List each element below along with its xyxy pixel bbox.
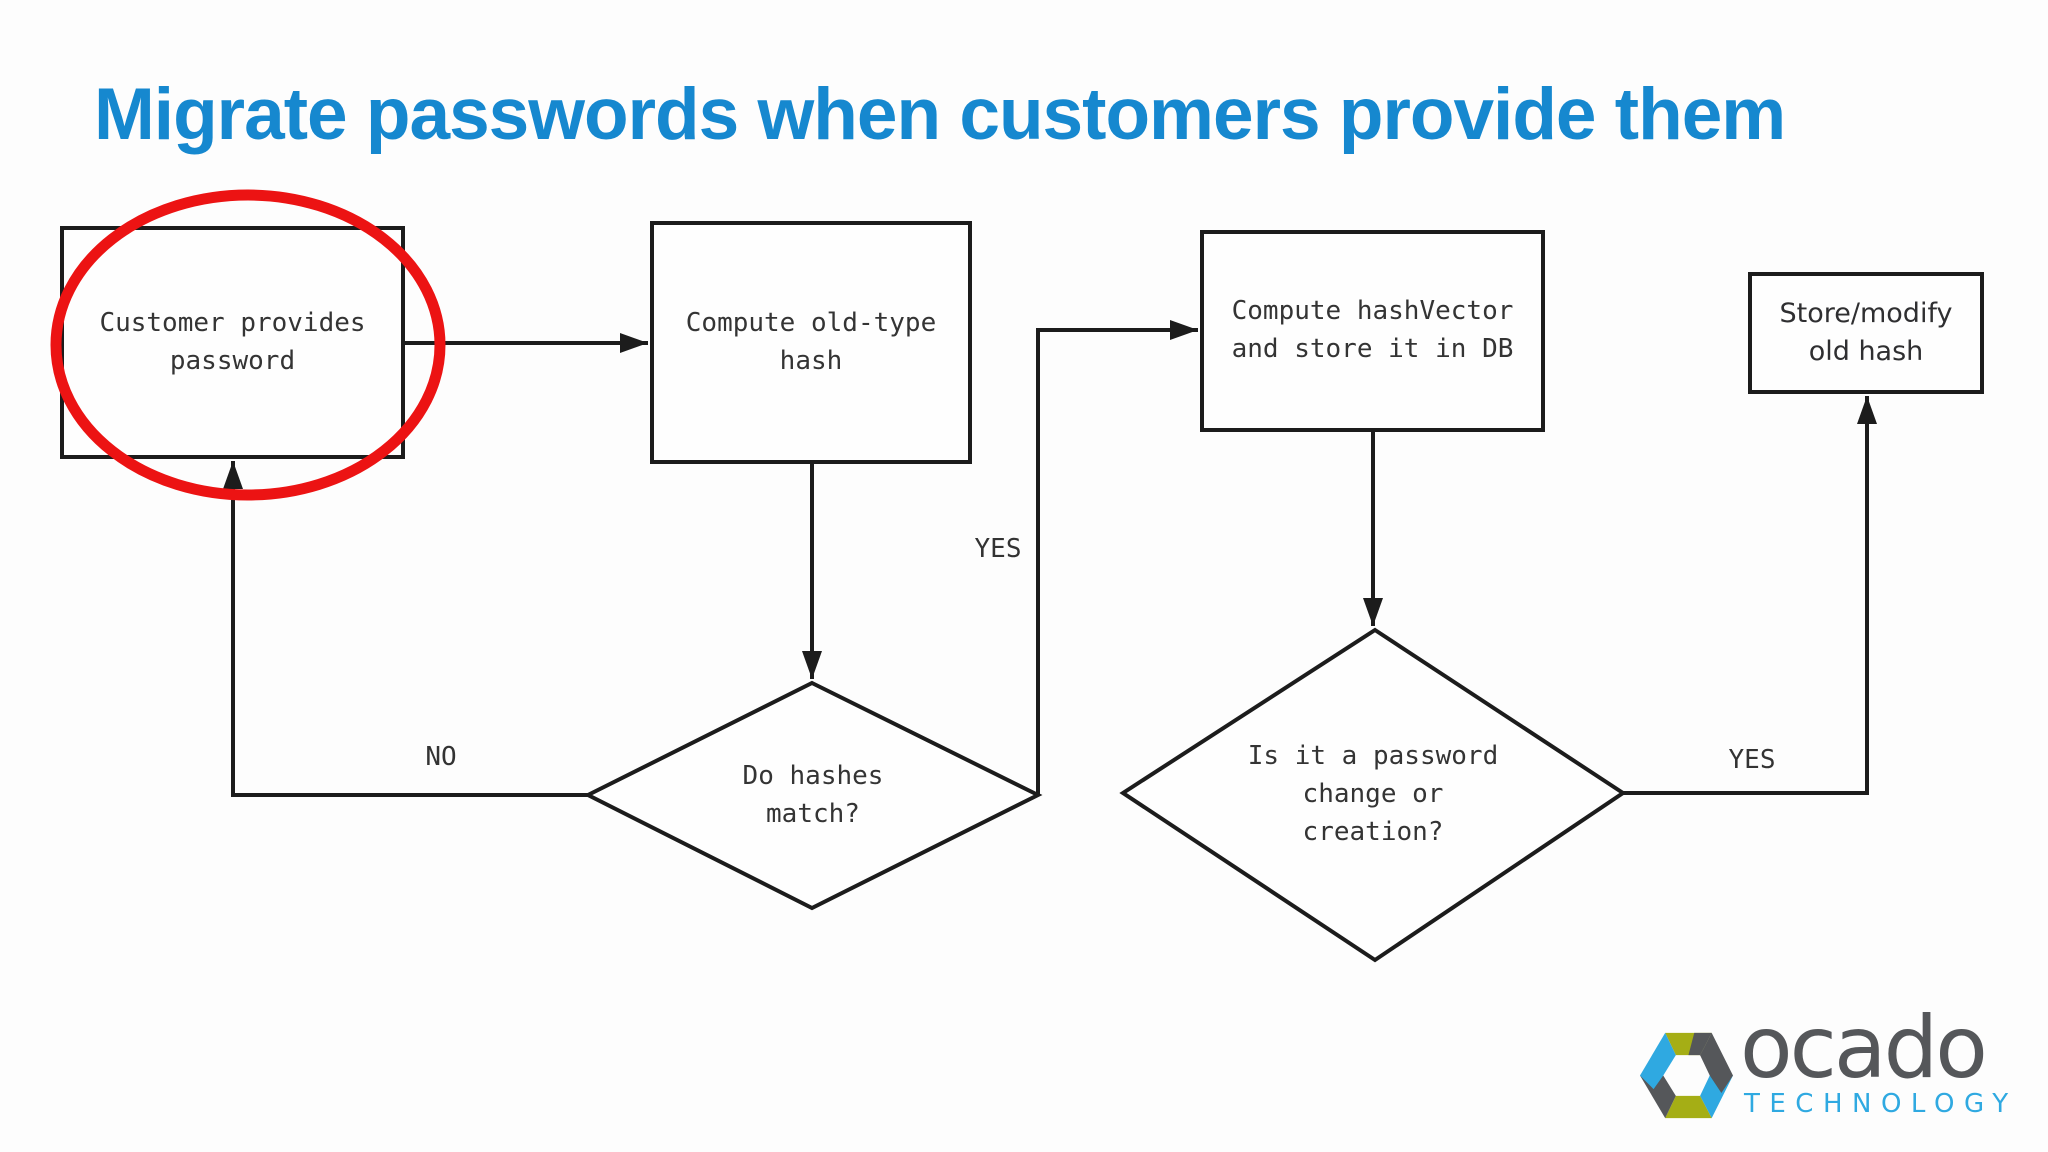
- technology-wordmark: TECHNOLOGY: [1744, 1089, 2018, 1119]
- process-box-customer-provides-password: [60, 226, 405, 459]
- connector-decision2-yes-to-store: [1623, 396, 1877, 795]
- process-box-store-modify-old-hash: [1748, 272, 1984, 394]
- decision-diamond-password-change-creation: [1119, 627, 1627, 963]
- decision-diamond-do-hashes-match: [583, 680, 1043, 911]
- node-label-store-modify-old-hash: Store/modify old hash: [1779, 298, 1953, 367]
- edge-label-yes-change-creation: YES: [1728, 745, 1776, 775]
- connector-decision1-no-to-customer: [223, 461, 588, 797]
- node-label-do-hashes-match: Do hashes match?: [742, 760, 884, 829]
- process-box-compute-old-type-hash: [650, 221, 972, 464]
- highlight-ellipse: [50, 189, 446, 501]
- connector-decision1-yes-to-hashvector: [1036, 320, 1198, 795]
- node-label-compute-hashvector: Compute hashVector and store it in DB: [1231, 296, 1514, 364]
- edge-label-yes-hashes-match: YES: [974, 534, 1022, 564]
- node-label-customer-provides-password: Customer provides password: [99, 307, 366, 376]
- ocado-wordmark: ocado: [1740, 998, 1988, 1098]
- process-box-compute-hashvector: [1200, 230, 1545, 432]
- ocado-hexagon-icon: [1640, 1032, 1733, 1119]
- page-title: Migrate passwords when customers provide…: [94, 74, 1786, 155]
- ocado-technology-logo: ocado TECHNOLOGY: [1636, 1001, 2048, 1145]
- node-label-password-change-creation: Is it a password change or creation?: [1247, 741, 1499, 847]
- edge-label-no-hashes-match: NO: [425, 742, 457, 772]
- node-label-compute-old-type-hash: Compute old-type hash: [685, 307, 937, 376]
